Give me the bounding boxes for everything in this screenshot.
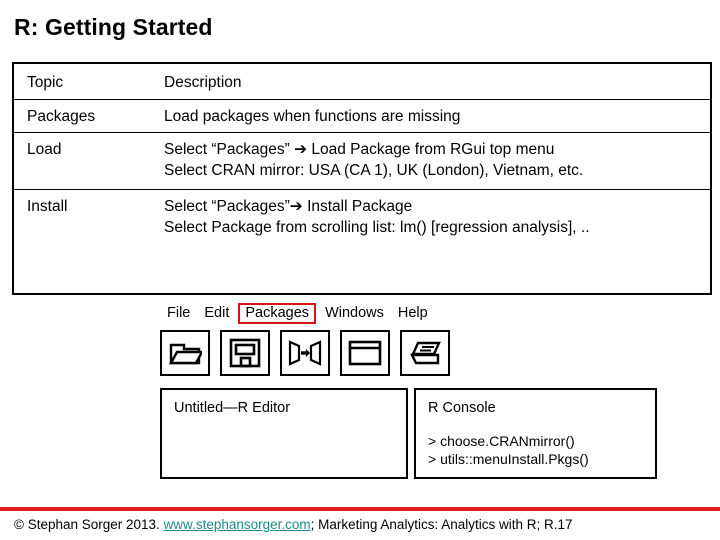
open-folder-icon [168,339,202,367]
topic-description-table: Topic Description Packages Load packages… [12,62,712,295]
window-panels: Untitled—R Editor R Console > choose.CRA… [160,388,672,479]
toolbar [160,330,672,376]
footer-copyright: © Stephan Sorger 2013. [14,517,164,532]
table-row: Install Select “Packages”➔ Install Packa… [14,189,710,293]
print-icon [408,339,442,367]
footer-suffix: ; Marketing Analytics: Analytics with R;… [310,517,573,532]
column-header-topic: Topic [27,74,64,91]
copy-paste-icon [287,339,323,367]
row-description: Select “Packages”➔ Install Package Selec… [164,197,706,238]
menu-item-help[interactable]: Help [397,304,428,321]
menu-item-edit[interactable]: Edit [204,304,230,321]
description-line: Select “Packages” ➔ Load Package from RG… [164,141,555,158]
table-divider [14,132,710,133]
panel-r-editor[interactable]: Untitled—R Editor [160,388,408,479]
menu-item-file[interactable]: File [167,304,191,321]
console-line: > utils::menuInstall.Pkgs() [428,451,589,467]
menu-bar: File Edit Packages Windows Help [160,300,672,326]
console-line: > choose.CRANmirror() [428,433,575,449]
row-topic: Install [27,198,68,215]
footer: © Stephan Sorger 2013. www.stephansorger… [14,516,573,534]
column-header-description: Description [164,74,242,91]
page-title: R: Getting Started [14,14,213,40]
panel-title-console: R Console [428,400,496,416]
toolbar-button-open[interactable] [160,330,210,376]
save-floppy-icon [229,338,261,368]
row-description: Select “Packages” ➔ Load Package from RG… [164,140,706,181]
row-description: Load packages when functions are missing [164,107,706,128]
table-divider [14,189,710,190]
console-output: > choose.CRANmirror() > utils::menuInsta… [428,432,643,468]
window-icon [348,340,382,366]
panel-r-console[interactable]: R Console > choose.CRANmirror() > utils:… [414,388,657,479]
menu-item-windows[interactable]: Windows [325,304,384,321]
rgui-window-mockup: File Edit Packages Windows Help [160,300,672,479]
toolbar-button-copy-paste[interactable] [280,330,330,376]
table-row: Packages Load packages when functions ar… [14,99,710,132]
row-topic: Load [27,141,62,158]
row-topic: Packages [27,108,96,125]
menu-item-packages[interactable]: Packages [238,302,317,324]
footer-divider [0,507,720,511]
table-header-row: Topic Description [14,64,710,99]
table-divider [14,99,710,100]
toolbar-button-print[interactable] [400,330,450,376]
description-line: Load packages when functions are missing [164,108,461,125]
description-line: Select CRAN mirror: USA (CA 1), UK (Lond… [164,161,584,179]
description-line: Select “Packages”➔ Install Package [164,198,413,215]
toolbar-button-window[interactable] [340,330,390,376]
panel-title-editor: Untitled—R Editor [174,400,291,416]
footer-website-link[interactable]: www.stephansorger.com [163,517,311,532]
toolbar-button-save[interactable] [220,330,270,376]
description-line: Select Package from scrolling list: lm()… [164,218,590,236]
table-row: Load Select “Packages” ➔ Load Package fr… [14,132,710,189]
